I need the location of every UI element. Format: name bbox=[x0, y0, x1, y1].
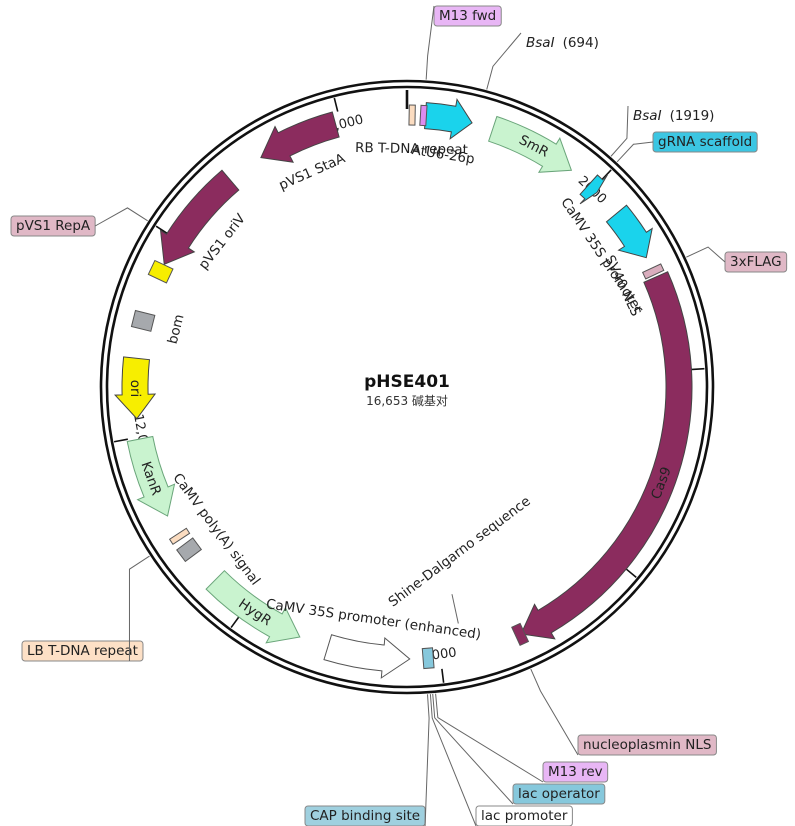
callout-lac-promoter-box bbox=[475, 805, 573, 826]
pvs1-oriv-arrow bbox=[159, 169, 240, 266]
callout-3xflag: 3xFLAG bbox=[686, 246, 788, 273]
backbone-outer-ring bbox=[99, 79, 715, 695]
feature-arrows bbox=[114, 97, 693, 679]
lb-tdna-box bbox=[168, 527, 191, 545]
tick-mark bbox=[333, 97, 339, 112]
callout-bsai-694: BsaI (694) bbox=[486, 32, 599, 90]
callout-leader bbox=[432, 693, 514, 805]
callout-leader bbox=[530, 668, 579, 756]
callout-lb-tdna-text: LB T-DNA repeat bbox=[27, 643, 138, 659]
callout-leader bbox=[429, 694, 477, 826]
bom-label: bom bbox=[165, 313, 188, 346]
plasmid-length: 16,653 碱基对 bbox=[366, 394, 448, 408]
callout-pvs1-repa: pVS1 RepA bbox=[10, 207, 148, 237]
callout-leader bbox=[425, 5, 435, 80]
m13fwd-box bbox=[419, 104, 428, 127]
callout-grna-scaffold: gRNA scaffold bbox=[616, 131, 758, 163]
tick-mark bbox=[155, 225, 169, 235]
flag-box bbox=[641, 263, 665, 280]
nucleoplasmin-box bbox=[511, 622, 530, 647]
callout-bsai-694-text: BsaI (694) bbox=[526, 35, 599, 51]
feature-boxes bbox=[130, 104, 665, 670]
tick-mark bbox=[113, 438, 128, 443]
callout-leader bbox=[424, 694, 430, 826]
enzyme-name: BsaI bbox=[526, 35, 555, 51]
grna-scaffold-arrow-arrow bbox=[579, 174, 608, 205]
callout-leader bbox=[486, 32, 522, 90]
lac-cluster-box bbox=[421, 647, 435, 670]
callout-cap-site-text: CAP binding site bbox=[310, 808, 420, 824]
callout-lac-operator-box bbox=[512, 783, 606, 805]
tick-mark bbox=[600, 169, 612, 181]
callout-m13-rev-text: M13 rev bbox=[548, 764, 603, 780]
flag-box-label: SV40 NLS bbox=[601, 253, 643, 319]
tick-mark bbox=[441, 668, 445, 683]
callout-nucleoplasmin: nucleoplasmin NLS bbox=[530, 668, 717, 756]
callout-m13-rev-box bbox=[542, 761, 609, 783]
callout-leader bbox=[610, 105, 629, 157]
callout-bsai-1919-text: BsaI (1919) bbox=[633, 108, 714, 124]
callout-grna-scaffold-text: gRNA scaffold bbox=[658, 134, 752, 150]
pvs1-staa-arrow bbox=[260, 111, 340, 163]
cut-position: (694) bbox=[563, 35, 599, 51]
cas9-arrow bbox=[520, 271, 693, 640]
tick-mark bbox=[624, 567, 637, 578]
inner-leader bbox=[451, 594, 459, 624]
ori-arrow bbox=[114, 356, 157, 420]
callout-lac-operator-text: lac operator bbox=[518, 786, 600, 802]
camv35s-promoter-arrow bbox=[605, 204, 653, 259]
tick-mark bbox=[230, 615, 241, 629]
kanr-arrow bbox=[126, 435, 176, 517]
callout-lac-promoter: lac promoter bbox=[429, 694, 573, 826]
hygr-arrow bbox=[205, 569, 301, 644]
callout-m13-fwd-text: M13 fwd bbox=[439, 8, 496, 24]
smr-arrow bbox=[488, 115, 573, 173]
callout-lb-tdna: LB T-DNA repeat bbox=[21, 555, 150, 662]
callout-lb-tdna-box bbox=[21, 640, 144, 662]
enzyme-name: BsaI bbox=[633, 108, 662, 124]
callout-pvs1-repa-text: pVS1 RepA bbox=[16, 218, 91, 234]
callout-m13-fwd: M13 fwd bbox=[425, 5, 502, 80]
rb-tdna-box bbox=[408, 104, 416, 126]
shine-dalgarno-label: Shine-Dalgarno sequence bbox=[386, 493, 534, 610]
callout-lac-promoter-text: lac promoter bbox=[481, 808, 568, 824]
bom bbox=[130, 309, 156, 332]
callout-nucleoplasmin-text: nucleoplasmin NLS bbox=[583, 737, 711, 753]
ori-label: ori bbox=[127, 380, 143, 398]
callout-leader bbox=[94, 207, 148, 227]
tick-mark bbox=[690, 367, 705, 371]
callout-cap-site: CAP binding site bbox=[304, 694, 430, 826]
rb-tdna-box-label: RB T-DNA repeat bbox=[355, 140, 468, 158]
callout-3xflag-text: 3xFLAG bbox=[730, 254, 782, 270]
callout-leader bbox=[128, 555, 150, 661]
callout-leader bbox=[616, 141, 654, 163]
pvs1-repa-box bbox=[147, 259, 174, 284]
plasmid-backbone bbox=[99, 79, 715, 695]
atu6-promoter-arrow bbox=[424, 97, 473, 140]
camv35s-enhanced-arrow bbox=[323, 634, 411, 679]
backbone-inner-ring bbox=[105, 85, 709, 689]
cut-position: (1919) bbox=[670, 108, 715, 124]
callout-nucleoplasmin-box bbox=[577, 734, 717, 756]
plasmid-name: pHSE401 bbox=[364, 372, 450, 392]
camv-polya-box-label: CaMV poly(A) signal bbox=[169, 470, 263, 588]
callout-leader bbox=[686, 246, 726, 263]
callout-m13-rev: M13 rev bbox=[435, 693, 609, 783]
callout-m13-fwd-box bbox=[433, 5, 502, 27]
callout-bsai-1919: BsaI (1919) bbox=[610, 105, 714, 157]
camv-polya-box bbox=[176, 537, 203, 563]
callout-leader bbox=[435, 693, 544, 783]
callout-lac-operator: lac operator bbox=[432, 693, 606, 805]
